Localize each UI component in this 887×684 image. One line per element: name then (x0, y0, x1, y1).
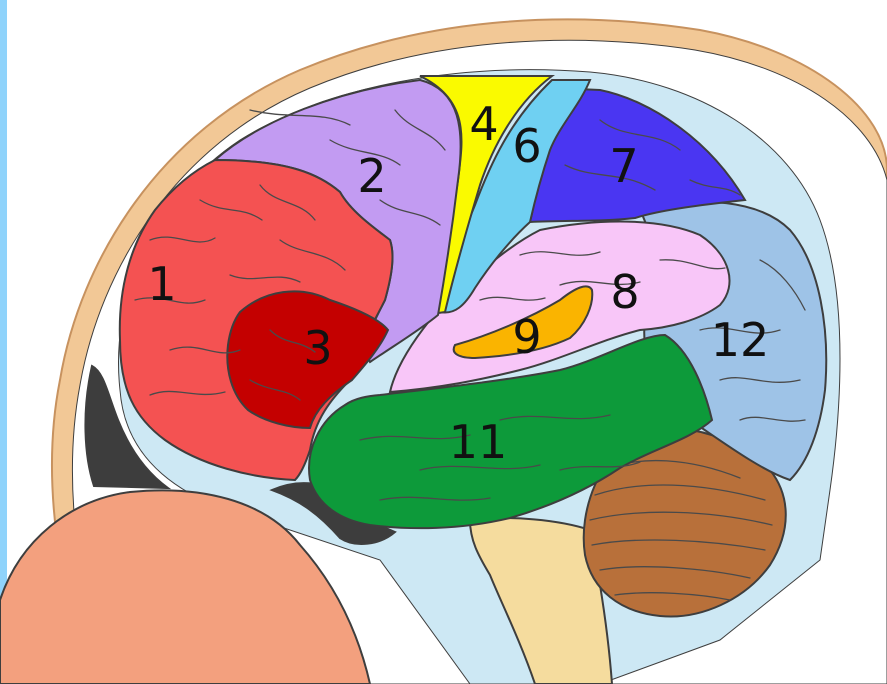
label-region-9: 9 (512, 310, 541, 364)
label-region-8: 8 (610, 265, 639, 319)
label-region-7: 7 (609, 139, 638, 193)
label-region-2: 2 (357, 149, 386, 203)
label-region-3: 3 (303, 321, 332, 375)
label-region-4: 4 (469, 97, 498, 151)
label-region-6: 6 (512, 119, 541, 173)
label-region-12: 12 (711, 313, 770, 367)
label-region-1: 1 (147, 257, 176, 311)
label-region-11: 11 (449, 415, 508, 469)
